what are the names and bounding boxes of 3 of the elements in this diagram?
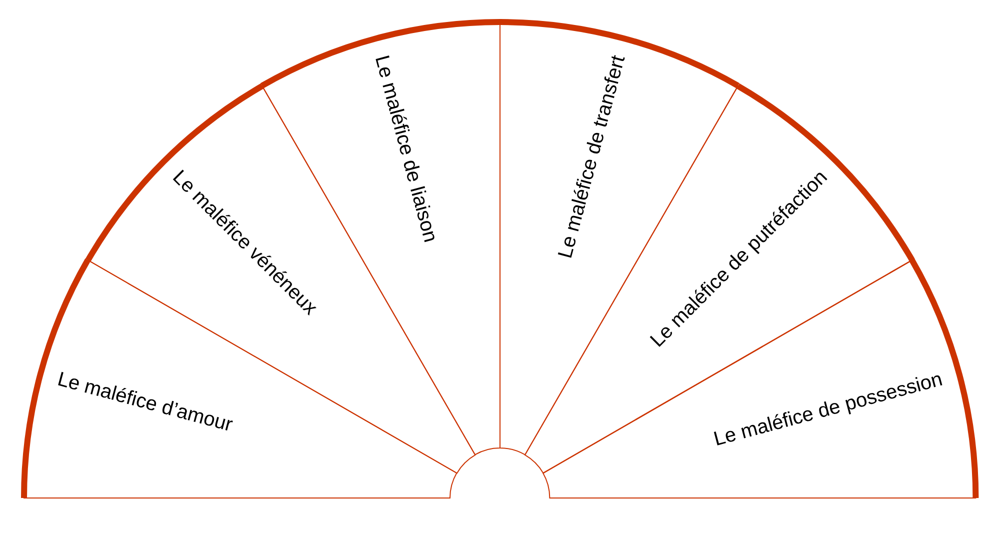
sector-label: Le maléfice de transfert (554, 52, 630, 260)
sector-label: Le maléfice de liaison (370, 52, 442, 244)
sector-label: Le maléfice d’amour (54, 368, 234, 437)
